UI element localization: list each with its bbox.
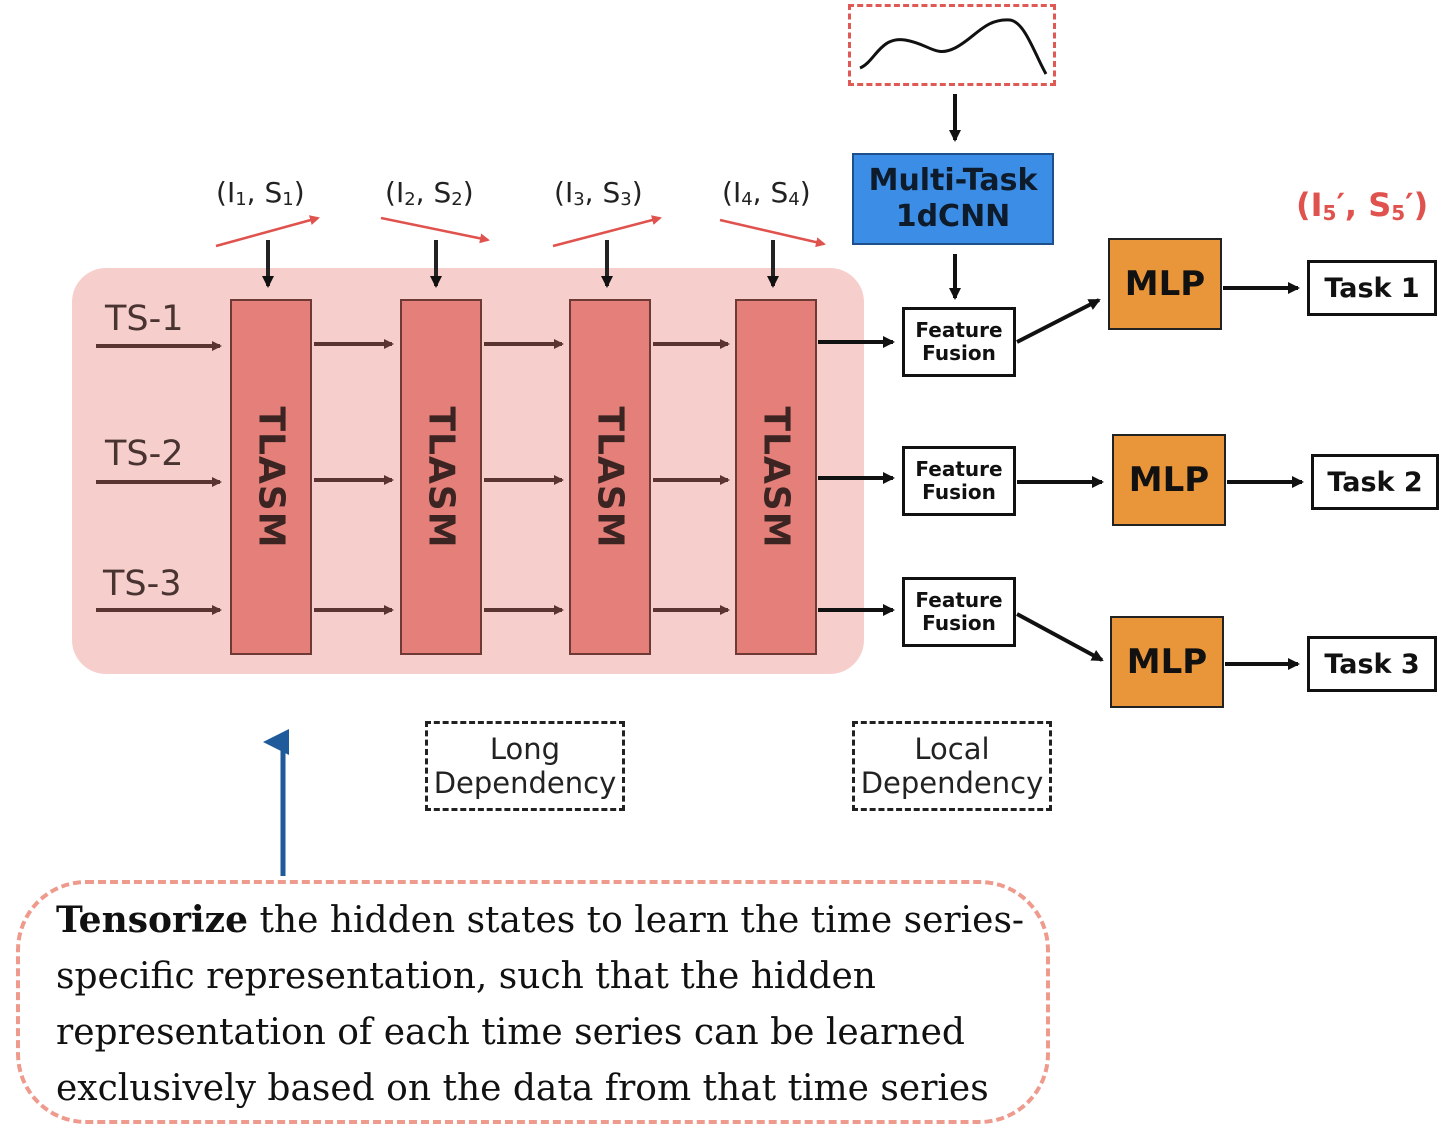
- mlp-3: MLP: [1110, 616, 1224, 708]
- multitask-1dcnn-block: Multi-Task 1dCNN: [852, 153, 1054, 245]
- step-input-4: (I4, S4): [722, 176, 811, 210]
- step-input-3: (I3, S3): [554, 176, 643, 210]
- task-2-box: Task 2: [1311, 454, 1439, 510]
- mlp-2: MLP: [1112, 434, 1226, 526]
- note-rest: the hidden states to learn the time seri…: [56, 900, 1025, 1109]
- tensorize-note-box: [16, 880, 1050, 1124]
- cnn-label-line1: Multi-Task: [868, 163, 1038, 198]
- tlasm-block-4: TLASM: [735, 299, 817, 655]
- note-bold: Tensorize: [56, 899, 249, 941]
- task-3-box: Task 3: [1307, 636, 1437, 692]
- waveform-curve: [859, 18, 1048, 75]
- tlasm-block-1: TLASM: [230, 299, 312, 655]
- mlp-1: MLP: [1108, 238, 1222, 330]
- ts-1-label: TS-1: [105, 299, 184, 339]
- input-signal-box: [848, 4, 1056, 86]
- step-input-2: (I2, S2): [385, 176, 474, 210]
- task-1-box: Task 1: [1307, 260, 1437, 316]
- ts-2-label: TS-2: [105, 434, 184, 474]
- tlasm-block-2: TLASM: [400, 299, 482, 655]
- tensorize-note-text: Tensorize the hidden states to learn the…: [56, 892, 1036, 1117]
- ts-3-label: TS-3: [103, 564, 182, 604]
- output-label: (I5′, S5′): [1296, 186, 1429, 225]
- step-input-1: (I1, S1): [216, 176, 305, 210]
- cnn-label-line2: 1dCNN: [895, 199, 1011, 234]
- tlasm-block-3: TLASM: [569, 299, 651, 655]
